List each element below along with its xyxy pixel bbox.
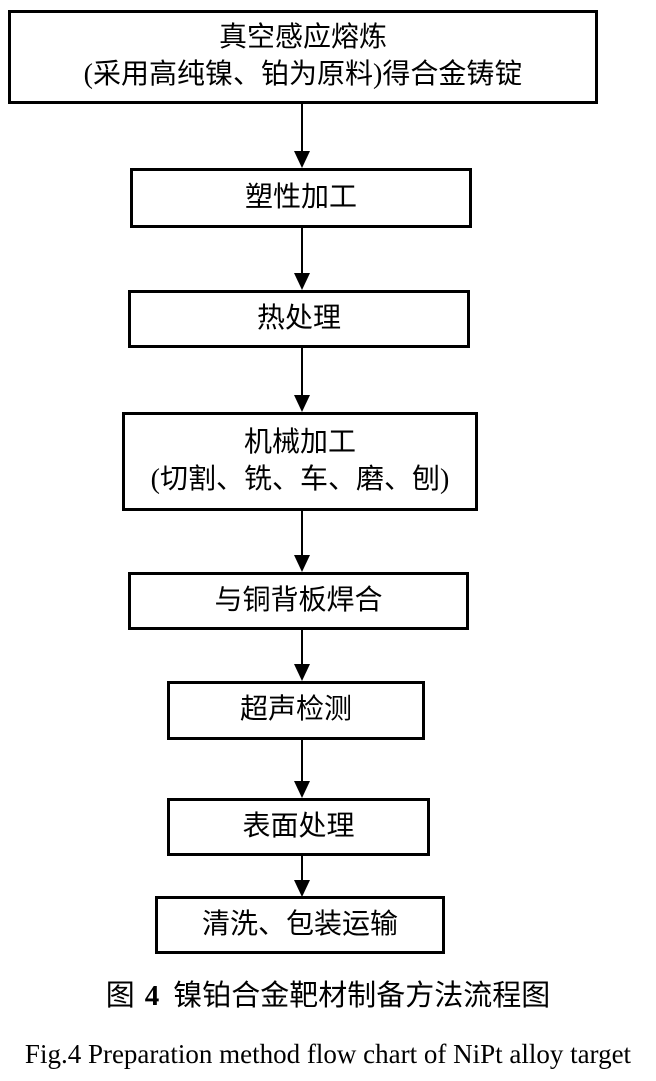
flow-arrow-down-icon xyxy=(294,630,310,681)
figure-number: 4 xyxy=(144,980,160,1012)
flow-step-label: 表面处理 xyxy=(242,810,355,842)
flow-step-label: 超声检测 xyxy=(239,694,352,726)
arrow-head xyxy=(294,880,310,897)
flow-step-label: 清洗、包装运输 xyxy=(201,908,398,940)
flow-step-label: 与铜背板焊合 xyxy=(214,584,383,616)
flow-arrow-down-icon xyxy=(294,348,310,412)
arrow-stem xyxy=(301,511,303,555)
arrow-stem xyxy=(301,348,303,395)
flow-step-ultrasonic-testing: 超声检测 xyxy=(167,681,425,740)
arrow-stem xyxy=(301,630,303,664)
caption-prefix: 图 xyxy=(105,980,135,1012)
flow-arrow-down-icon xyxy=(294,740,310,798)
arrow-head xyxy=(294,395,310,412)
flow-step-label: 塑性加工 xyxy=(244,181,357,213)
arrow-stem xyxy=(301,856,303,880)
flow-arrow-down-icon xyxy=(294,228,310,290)
flow-step-machining: 机械加工 (切割、铣、车、磨、刨) xyxy=(122,412,478,511)
flow-arrow-down-icon xyxy=(294,511,310,572)
flow-step-plastic-working: 塑性加工 xyxy=(130,168,472,228)
arrow-head xyxy=(294,151,310,168)
flow-step-vacuum-induction-melting: 真空感应熔炼 (采用高纯镍、铂为原料)得合金铸锭 xyxy=(8,10,598,104)
arrow-stem xyxy=(301,104,303,151)
flow-step-label: 机械加工 xyxy=(243,426,356,458)
caption-title: 镍铂合金靶材制备方法流程图 xyxy=(173,980,551,1012)
arrow-head xyxy=(294,555,310,572)
flow-step-label: 真空感应熔炼 xyxy=(218,22,387,54)
arrow-stem xyxy=(301,740,303,781)
arrow-stem xyxy=(301,228,303,273)
arrow-head xyxy=(294,273,310,290)
figure-caption-english: Fig.4 Preparation method flow chart of N… xyxy=(24,1039,632,1069)
flow-arrow-down-icon xyxy=(294,856,310,897)
flow-step-sublabel: (切割、铣、车、磨、刨) xyxy=(150,463,450,495)
flow-arrow-down-icon xyxy=(294,104,310,168)
flow-step-welding-to-copper-backplate: 与铜背板焊合 xyxy=(128,572,469,630)
flow-step-heat-treatment: 热处理 xyxy=(128,290,470,348)
flow-step-sublabel: (采用高纯镍、铂为原料)得合金铸锭 xyxy=(83,59,523,90)
arrow-head xyxy=(294,664,310,681)
flow-step-label: 热处理 xyxy=(256,302,341,334)
flow-step-cleaning-packaging-shipping: 清洗、包装运输 xyxy=(155,896,445,954)
flow-step-surface-treatment: 表面处理 xyxy=(167,798,430,856)
arrow-head xyxy=(294,781,310,798)
